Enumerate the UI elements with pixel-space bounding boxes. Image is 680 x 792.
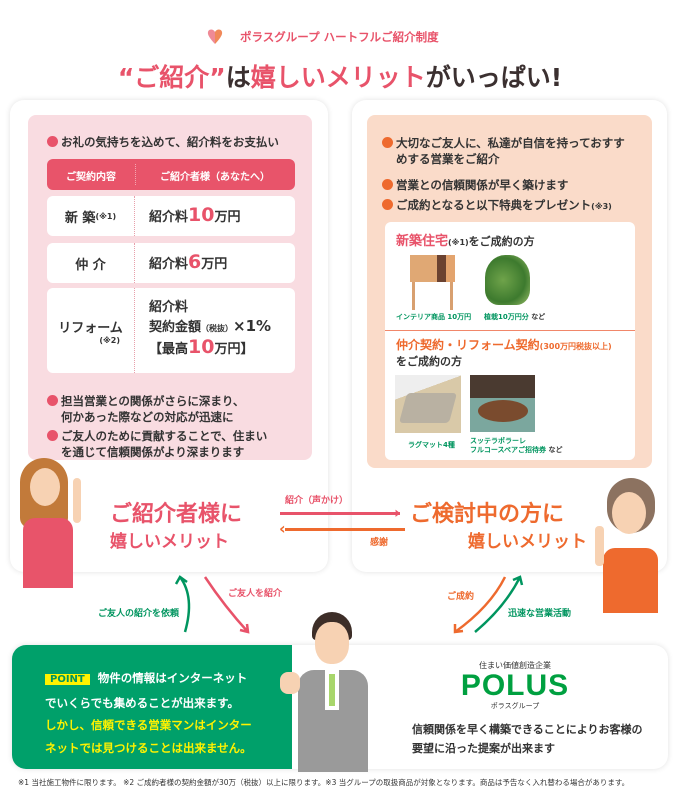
diagonal-arrows <box>174 575 524 634</box>
gift-label: ラグマット4種 <box>408 441 455 449</box>
gift-label: 植栽10万円分 など <box>484 313 546 321</box>
prospect-woman-illustration <box>595 478 665 616</box>
title-part: がいっぱい! <box>425 63 563 92</box>
arrow-head-icon: ‹ <box>279 519 286 538</box>
arrow-head-icon: › <box>394 503 401 522</box>
footnote: ※1 当社施工物件に限ります。 ※2 ご成約者様の契約金額が30万（税抜）以上に… <box>18 778 630 787</box>
arrow-up-icon <box>474 575 524 633</box>
logo-wordmark: POLUS <box>460 669 570 702</box>
flow-label-request: ご友人の紹介を依頼 <box>98 609 180 619</box>
arrow-down-icon <box>453 576 507 634</box>
fee-amount: 10 <box>188 336 215 358</box>
prospect-subheading: 嬉しいメリット <box>468 532 587 552</box>
point-line: でいくらでも集めることが出来ます。 <box>45 695 240 710</box>
reform-title: 仲介契約・リフォーム契約(300万円税抜以上)をご成約の方 <box>396 338 612 368</box>
fee-rate: ×1% <box>233 317 272 335</box>
polus-description: 信頼関係を早く構築できることによりお客様の 要望に沿った提案が出来ます <box>412 720 643 758</box>
point-badge: POINT <box>45 674 90 685</box>
newbuild-title: 新築住宅(※1)をご成約の方 <box>396 234 535 249</box>
page-title: “ご紹介”は嬉しいメリットがいっぱい! <box>0 58 680 94</box>
fee-unit: 万円】 <box>214 342 254 357</box>
prospect-heading: ご検討中の方に <box>410 502 565 527</box>
contract-type: 仲 介 <box>75 257 106 273</box>
logo-tagline: 住まい価値創造企業 <box>479 661 551 670</box>
title-part: “ご紹介” <box>117 63 226 92</box>
fee-table-header: ご契約内容 ご紹介者様（あなたへ） <box>47 159 295 190</box>
polus-logo: 住まい価値創造企業 POLUS ポラスグループ <box>440 660 590 711</box>
arrow-right-icon <box>280 512 400 515</box>
arrow-down-icon <box>203 576 250 634</box>
flow-label-introduce: 紹介（声かけ） <box>285 496 349 506</box>
gift-label: インテリア商品 10万円 <box>396 313 472 321</box>
gift-label: スッテラポラーレフルコースペアご招待券 など <box>470 437 563 454</box>
referrer-benefit: ご友人のために貢献することで、住まいを通じて信頼関係がより深まります <box>47 428 277 460</box>
flow-label-introduce-friend: ご友人を紹介 <box>228 589 283 599</box>
fee-row-reform: リフォーム(※2) 紹介料 契約金額（税抜）×1% 【最高10万円】 <box>47 288 295 373</box>
tax-note: （税抜） <box>201 324 234 333</box>
fee-row-new: 新 築(※1) 紹介料10万円 <box>47 196 295 236</box>
dinner-image <box>470 375 535 432</box>
fee-amount: 6 <box>188 251 202 273</box>
fee-label: 紹介料 <box>149 257 189 272</box>
referrer-benefit: 担当営業との関係がさらに深まり、何かあった際などの対応が迅速に <box>47 393 247 425</box>
fee-max: 【最高 <box>149 342 189 357</box>
salesman-illustration <box>280 612 380 772</box>
rug-image <box>395 375 461 433</box>
fee-amount: 10 <box>188 204 215 226</box>
prospect-benefit: 営業との信頼関係が早く築けます <box>382 177 568 193</box>
desc-line: 要望に沿った提案が出来ます <box>412 742 555 755</box>
divider <box>385 330 635 331</box>
referrer-heading: ご紹介者様に <box>110 502 243 527</box>
heart-icon <box>207 28 223 46</box>
contract-type: 新 築 <box>64 210 96 226</box>
point-line: しかし、信頼できる営業マンはインター <box>45 718 252 732</box>
arrow-up-icon <box>174 575 191 633</box>
fee-basis: 契約金額 <box>149 320 202 335</box>
fee-label: 紹介料 <box>149 210 189 225</box>
arrow-left-icon <box>285 528 405 531</box>
program-subtitle: ポラスグループ ハートフルご紹介制度 <box>240 30 439 44</box>
title-part: は <box>225 63 251 92</box>
title-part: 嬉しいメリット <box>250 63 426 92</box>
fee-label: 紹介料 <box>149 300 189 315</box>
point-line: ネットでは見つけることは出来ません。 <box>45 740 252 755</box>
note: (※2) <box>99 335 120 345</box>
referrer-subheading: 嬉しいメリット <box>110 532 229 552</box>
flow-label-sales: 迅速な営業活動 <box>508 609 572 619</box>
furniture-image <box>410 255 455 310</box>
point-text: POINT 物件の情報はインターネット でいくらでも集めることが出来ます。 しかし… <box>45 667 252 759</box>
header-fee: ご紹介者様（あなたへ） <box>160 172 270 183</box>
plant-image <box>485 255 530 305</box>
referrer-intro: お礼の気持ちを込めて、紹介料をお支払い <box>47 134 279 150</box>
referrer-woman-illustration <box>15 458 85 593</box>
fee-unit: 万円 <box>214 210 241 225</box>
logo-group: ポラスグループ <box>490 702 540 710</box>
contract-type: リフォーム <box>58 320 123 336</box>
desc-line: 信頼関係を早く構築できることによりお客様の <box>412 723 643 736</box>
header-contract: ご契約内容 <box>66 172 116 183</box>
fee-unit: 万円 <box>201 257 228 272</box>
flow-label-contract: ご成約 <box>447 592 475 602</box>
prospect-benefit: 大切なご友人に、私達が自信を持っておすすめする営業をご紹介 <box>382 135 632 167</box>
point-line: 物件の情報はインターネット <box>97 671 248 685</box>
flow-label-thanks: 感謝 <box>370 538 389 548</box>
fee-row-brokerage: 仲 介 紹介料6万円 <box>47 243 295 283</box>
prospect-benefit: ご成約となると以下特典をプレゼント(※3) <box>382 197 612 215</box>
note: (※1) <box>95 211 117 221</box>
